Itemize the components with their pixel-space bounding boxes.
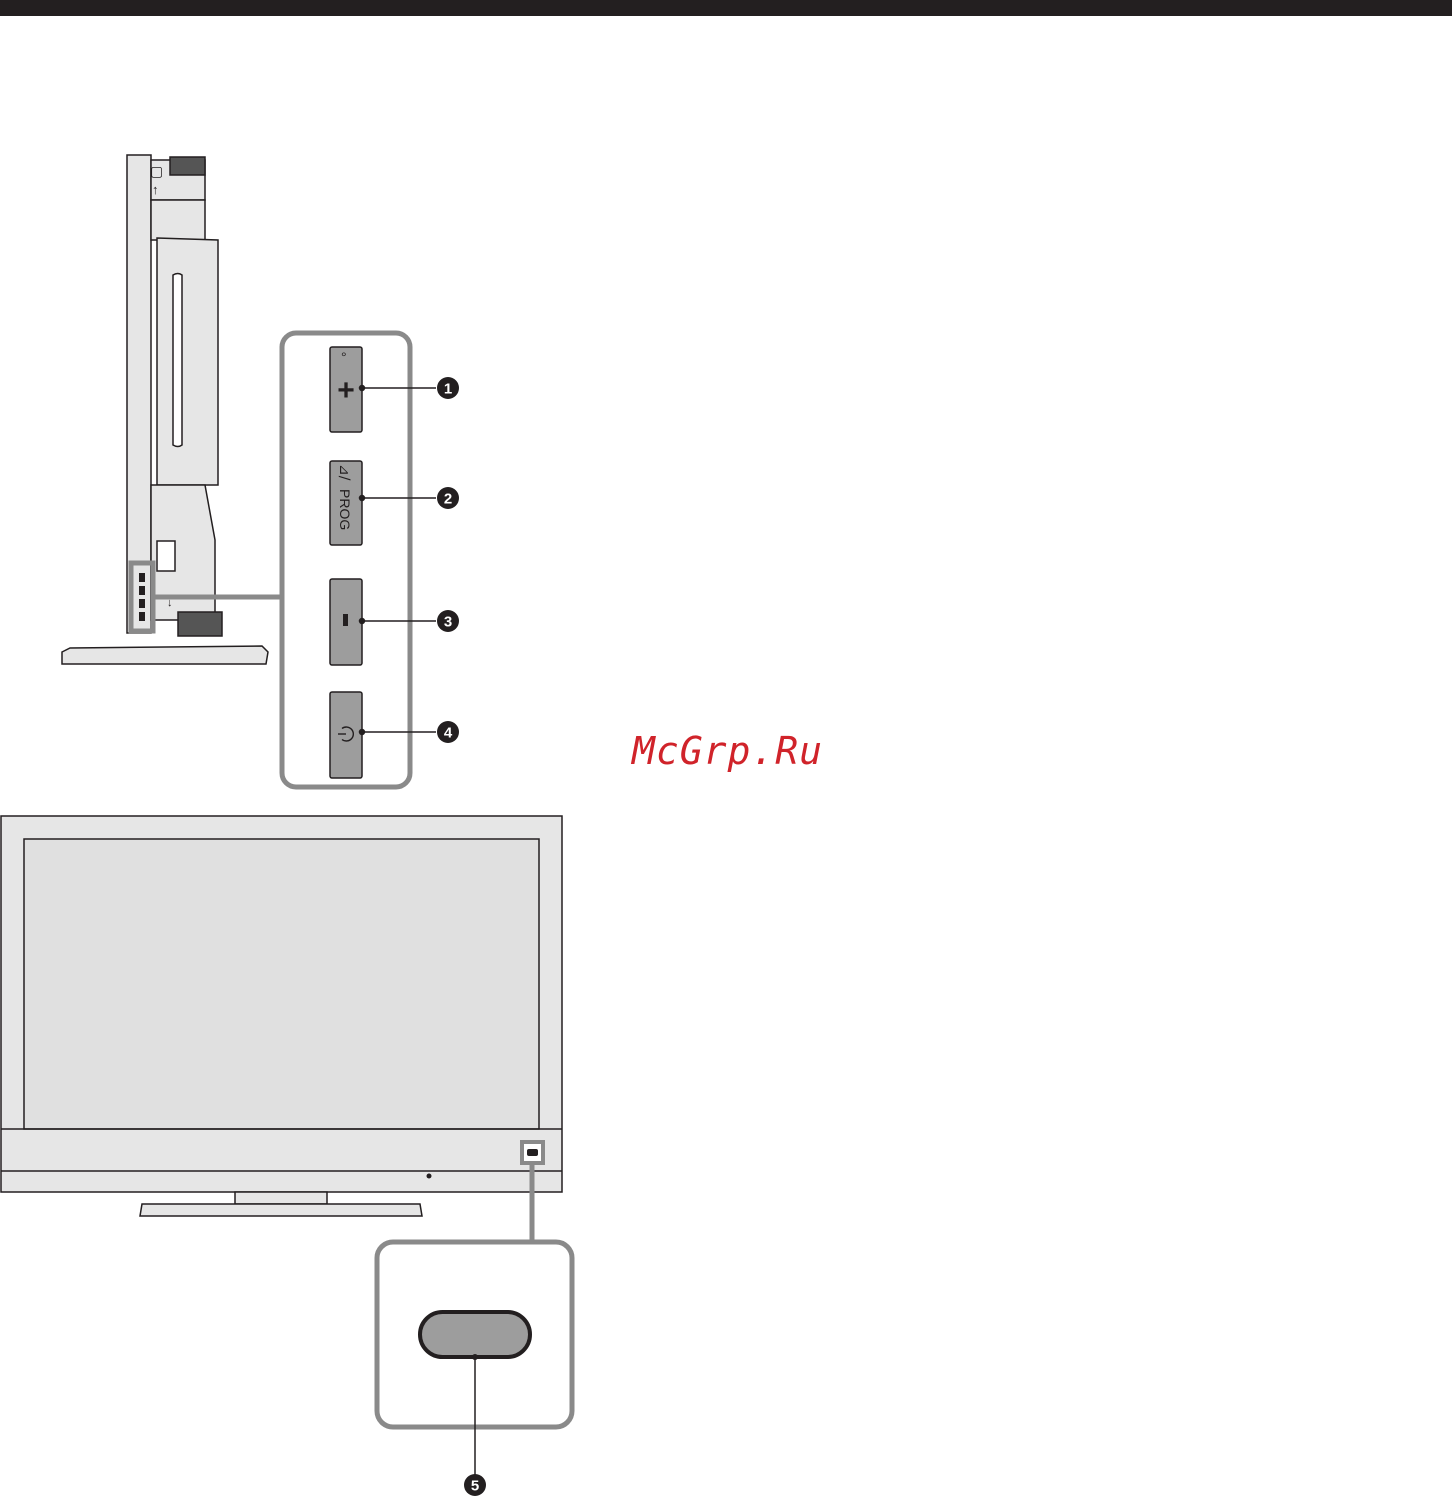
tv-back-housing	[157, 238, 218, 485]
tv-front-sensor-dot	[427, 1174, 432, 1179]
tv-back-slot	[173, 274, 182, 447]
minus-button-glyph	[343, 614, 348, 626]
minus-button[interactable]	[330, 579, 362, 665]
prog-button-label: PROG	[337, 489, 353, 530]
front-indicator-lens	[420, 1312, 530, 1357]
tv-front-screen	[24, 839, 539, 1129]
watermark-text: McGrp.Ru	[632, 728, 823, 774]
side-port-icon: ▢	[150, 163, 163, 179]
callout-5-number: 5	[471, 1478, 479, 1495]
tv-stand-ring	[178, 612, 222, 636]
tv-side-port	[157, 541, 175, 571]
callout-1: 1	[437, 377, 459, 399]
tv-side-base	[62, 646, 268, 664]
tv-side-back-slope	[151, 200, 205, 240]
callout-5: 5	[464, 1474, 486, 1496]
tv-side-vent-top	[170, 157, 205, 175]
callout-3-number: 3	[444, 614, 452, 631]
plus-button[interactable]: ° +	[330, 347, 362, 432]
plus-button-label: +	[337, 374, 355, 407]
callout-3: 3	[437, 610, 459, 632]
callout-4: 4	[437, 721, 459, 743]
prog-button[interactable]: ⊿/ PROG	[330, 461, 362, 545]
tv-front-view	[1, 816, 562, 1216]
callout-2: 2	[437, 487, 459, 509]
tv-front-stand-base	[140, 1204, 422, 1216]
input-select-icon: ⊿/	[336, 464, 352, 481]
power-button[interactable]	[330, 692, 362, 778]
front-indicator-mini	[527, 1149, 538, 1156]
callout-4-number: 4	[444, 725, 453, 742]
tv-front-stand-neck	[235, 1192, 327, 1204]
tv-side-view: ▢ ↑ ↓	[62, 155, 268, 664]
plus-button-dot: °	[341, 349, 347, 365]
callout-1-number: 1	[444, 381, 452, 398]
callout-2-number: 2	[444, 491, 452, 508]
side-arrow-icon: ↑	[152, 182, 159, 197]
